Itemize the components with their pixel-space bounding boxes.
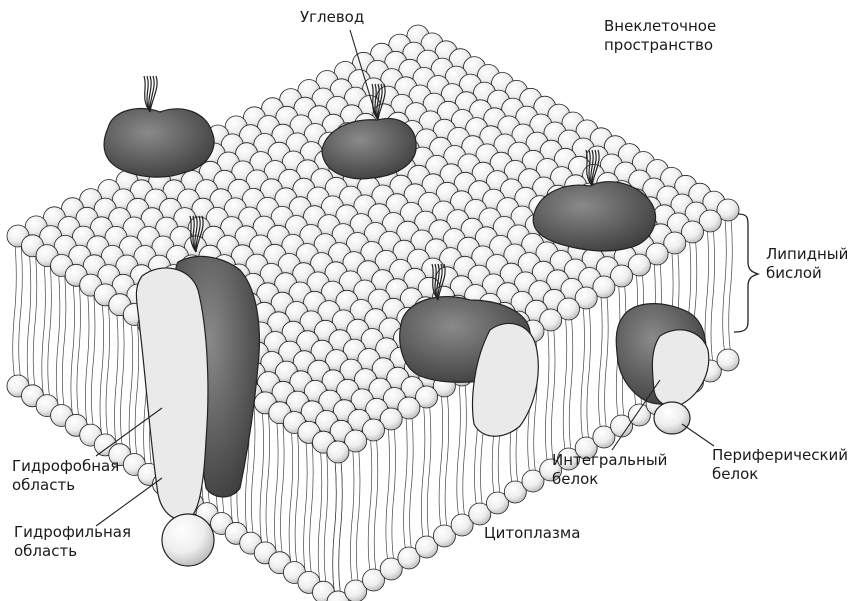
lipid-tail <box>404 416 408 552</box>
hydrophilic-text-2: область <box>14 542 131 561</box>
lipid-tail <box>545 328 549 464</box>
extracellular-text-1: Внеклеточное <box>604 17 716 36</box>
lipid-tail <box>310 440 314 576</box>
lipid-tail <box>33 254 37 390</box>
lipid-tail <box>62 274 66 410</box>
lipid-tail <box>723 218 727 354</box>
carbohydrate-text: Углевод <box>300 8 364 27</box>
lipid-tail <box>121 313 125 449</box>
hydrophilic-label: Гидрофильная область <box>14 523 131 561</box>
lipid-tail <box>457 383 461 519</box>
integral-protein-label: Интегральный белок <box>552 451 667 489</box>
lipid-bilayer-label: Липидный бислой <box>766 245 848 283</box>
lipid-tail <box>260 411 264 547</box>
integral-text-1: Интегральный <box>552 451 667 470</box>
lipid-tail <box>289 431 293 567</box>
hydrophobic-text-1: Гидрофобная <box>12 457 119 476</box>
integral-protein-right-cluster <box>533 182 655 251</box>
lipid-tail <box>350 449 354 585</box>
lipid-tail <box>91 293 95 429</box>
hydrophobic-label: Гидрофобная область <box>12 457 119 495</box>
lipid-tail <box>106 303 110 439</box>
lipid-tail <box>356 449 360 585</box>
hydrophilic-text-1: Гидрофильная <box>14 523 131 542</box>
hydrophilic-region-cap <box>162 514 214 566</box>
lipid-tail <box>374 438 378 574</box>
lipid-tail <box>77 283 81 419</box>
lipid-tail <box>605 295 609 431</box>
extracellular-text-2: пространство <box>604 36 716 55</box>
peripheral-text-2: белок <box>712 465 848 484</box>
lipid-tail <box>445 394 449 530</box>
carbohydrate-label: Углевод <box>300 8 364 27</box>
lipid-head-lower <box>717 349 739 371</box>
lipid-tail <box>368 438 372 574</box>
lipid-tail <box>729 218 733 354</box>
peripheral-protein-label: Периферический белок <box>712 446 848 484</box>
lipid-tail <box>266 411 270 547</box>
lipid-tail <box>129 323 133 459</box>
lipid-tail <box>115 313 119 449</box>
lipid-tail <box>410 416 414 552</box>
peripheral-protein <box>654 402 690 434</box>
lipid-tail <box>100 303 104 439</box>
lipid-tail <box>48 264 52 400</box>
peripheral-text-1: Периферический <box>712 446 848 465</box>
lipid-tail <box>463 383 467 519</box>
lipid-tail <box>439 394 443 530</box>
lipid-tail <box>295 431 299 567</box>
lipid-tail <box>71 283 75 419</box>
lipid-tail <box>135 323 139 459</box>
lipid-tail <box>275 421 279 557</box>
lipid-tail <box>587 306 591 442</box>
lipid-tail <box>581 306 585 442</box>
cytoplasm-text: Цитоплазма <box>484 524 580 543</box>
lipid-tail <box>563 317 567 453</box>
lipid-tail <box>711 229 715 365</box>
lipid-tail <box>19 244 23 380</box>
lipid-tail <box>392 427 396 563</box>
lipid-tail <box>333 460 337 596</box>
extracellular-label: Внеклеточное пространство <box>604 17 716 55</box>
lipid-tail <box>304 440 308 576</box>
lipid-bilayer-text-1: Липидный <box>766 245 848 264</box>
lipid-tail <box>599 295 603 431</box>
integral-text-2: белок <box>552 470 667 489</box>
hydrophobic-text-2: область <box>12 476 119 495</box>
lipid-head <box>327 441 349 463</box>
lipid-tail <box>281 421 285 557</box>
integral-protein-back-left <box>104 109 214 178</box>
lipid-tail <box>386 427 390 563</box>
peripheral-leader <box>682 424 714 446</box>
cytoplasm-label: Цитоплазма <box>484 524 580 543</box>
lipid-tail <box>569 317 573 453</box>
lipid-tail <box>551 328 555 464</box>
lipid-tail <box>421 405 425 541</box>
lipid-tail <box>42 264 46 400</box>
lipid-bilayer-text-2: бислой <box>766 264 848 283</box>
lipid-tail <box>85 293 89 429</box>
lipid-tail <box>339 460 343 596</box>
lipid-tail <box>27 254 31 390</box>
lipid-tail <box>13 244 17 380</box>
lipid-bilayer-bracket <box>734 214 758 332</box>
lipid-tail <box>56 274 60 410</box>
lipid-tail <box>427 405 431 541</box>
integral-protein-right-edge-light <box>652 330 708 406</box>
lipid-tail <box>324 450 328 586</box>
lipid-tail <box>318 450 322 586</box>
